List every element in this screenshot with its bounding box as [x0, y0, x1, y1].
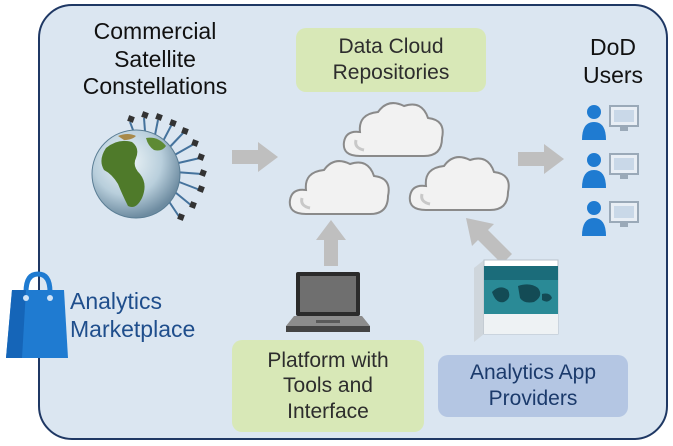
satellite-constellations-label: Commercial Satellite Constellations [82, 18, 228, 100]
cloud-icon [288, 160, 390, 215]
globe-with-satellites-icon [91, 111, 207, 221]
user-at-monitor-icon [582, 153, 639, 188]
software-box-icon [474, 259, 559, 342]
dod-users-label: DoD Users [582, 34, 644, 88]
cloud-icon [408, 156, 510, 211]
shopping-bag-icon [6, 271, 68, 358]
user-at-monitor-icon [582, 105, 639, 140]
platform-tools-interface-box: Platform with Tools and Interface [232, 340, 424, 432]
arrow-providers-to-clouds [466, 218, 512, 264]
arrow-globe-to-clouds [232, 142, 278, 172]
arrow-clouds-to-users [518, 144, 564, 174]
analytics-app-providers-box: Analytics App Providers [438, 355, 628, 417]
laptop-icon [286, 272, 370, 332]
arrow-platform-to-clouds [316, 220, 346, 266]
user-at-monitor-icon [582, 201, 639, 236]
analytics-marketplace-label: Analytics Marketplace [70, 288, 196, 342]
cloud-icon [342, 102, 444, 157]
data-cloud-repositories-box: Data Cloud Repositories [296, 28, 486, 92]
